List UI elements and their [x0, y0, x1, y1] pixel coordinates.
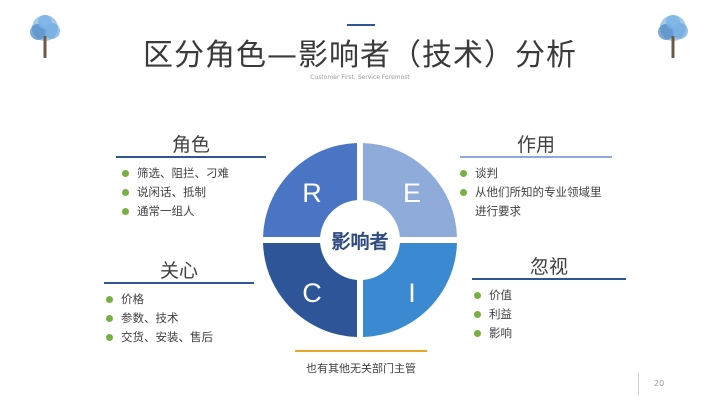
function-underline: [460, 156, 612, 158]
quadrant-e-letter: E: [403, 178, 421, 208]
quadrant-c-letter: C: [302, 278, 322, 308]
page-number-divider: [638, 373, 639, 395]
list-item: 谈判: [458, 164, 602, 183]
role-list: 筛选、阻拦、刁难 说闲话、抵制 通常一组人: [120, 164, 229, 221]
title-accent-line: [347, 24, 375, 26]
list-item: 交货、安装、售后: [104, 328, 213, 347]
function-list: 谈判 从他们所知的专业领域里 进行要求: [458, 164, 602, 221]
ignore-underline: [472, 278, 626, 280]
list-item: 进行要求: [475, 204, 521, 218]
concern-heading: 关心: [159, 260, 198, 282]
list-item: 说闲话、抵制: [120, 183, 229, 202]
page-number: 20: [654, 379, 665, 388]
list-item: 筛选、阻拦、刁难: [120, 164, 229, 183]
tree-decoration-left: [27, 12, 63, 60]
list-item: 价格: [104, 290, 213, 309]
role-heading: 角色: [171, 134, 210, 156]
center-circle: [320, 200, 400, 280]
tree-decoration-right: [655, 12, 691, 60]
function-heading: 作用: [516, 134, 555, 156]
slide-subtitle: Customer First, Service Foremost: [310, 74, 410, 81]
concern-list: 价格 参数、技术 交货、安装、售后: [104, 290, 213, 347]
list-item: 从他们所知的专业领域里: [458, 183, 602, 202]
reic-diagram: R E C I 影响者: [263, 143, 457, 337]
footer-note: 也有其他无关部门主管: [306, 362, 416, 375]
list-item: 影响: [472, 324, 512, 343]
footer-accent-line: [295, 350, 427, 352]
center-label: 影响者: [331, 230, 388, 253]
role-underline: [116, 156, 266, 158]
list-item: 参数、技术: [104, 309, 213, 328]
ignore-list: 价值 利益 影响: [472, 286, 512, 343]
ignore-heading: 忽视: [529, 256, 568, 278]
quadrant-r-letter: R: [302, 178, 322, 208]
quadrant-i-letter: I: [408, 278, 416, 308]
list-item: 利益: [472, 305, 512, 324]
list-item: 通常一组人: [120, 202, 229, 221]
slide-title: 区分角色—影响者（技术）分析: [143, 38, 577, 73]
list-item: 价值: [472, 286, 512, 305]
concern-underline: [104, 282, 254, 284]
